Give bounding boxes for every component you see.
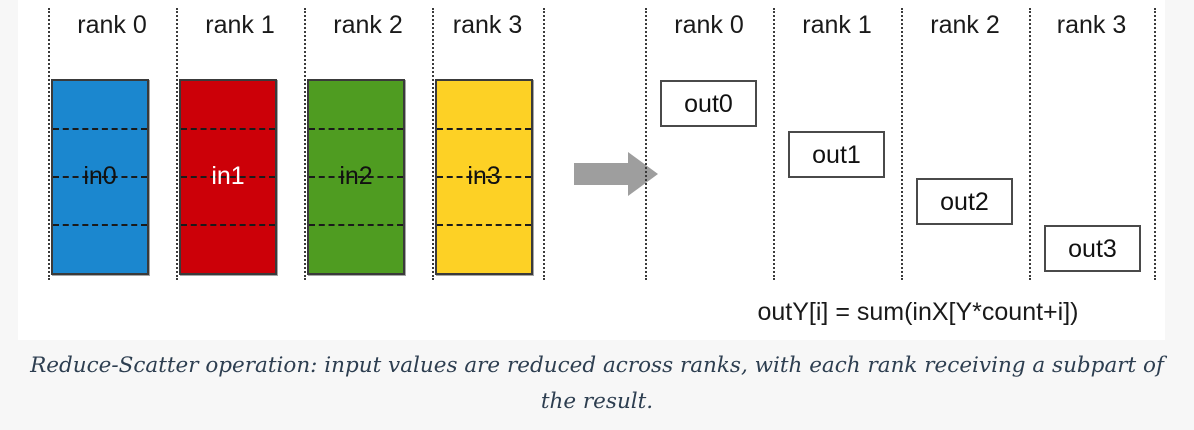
input-rank-label-0: rank 0 xyxy=(77,11,147,39)
output-box-out2: out2 xyxy=(916,178,1013,225)
output-rank-label-2: rank 2 xyxy=(930,11,1000,39)
output-rank-label-1: rank 1 xyxy=(802,11,872,39)
output-box-out1: out1 xyxy=(788,131,885,178)
output-box-out3: out3 xyxy=(1044,225,1141,272)
output-separator-1 xyxy=(773,8,775,280)
output-box-out0: out0 xyxy=(660,80,757,127)
input-rank-label-2: rank 2 xyxy=(333,11,403,39)
right-arrow-icon xyxy=(574,152,658,196)
diagram-canvas: rank 0 rank 1 rank 2 rank 3 in0 in1 in2 … xyxy=(18,0,1165,340)
input-separator-4 xyxy=(543,8,545,280)
input-bar-label-in2: in2 xyxy=(339,162,373,190)
segment-divider xyxy=(53,128,147,130)
segment-divider xyxy=(437,224,531,226)
segment-divider xyxy=(181,128,275,130)
segment-divider xyxy=(181,224,275,226)
segment-divider xyxy=(309,224,403,226)
output-separator-2 xyxy=(901,8,903,280)
formula-text: outY[i] = sum(inX[Y*count+i]) xyxy=(757,298,1079,326)
input-bar-label-in1: in1 xyxy=(211,162,245,190)
segment-divider xyxy=(53,224,147,226)
input-bar-label-in0: in0 xyxy=(83,162,117,190)
input-bar-in0: in0 xyxy=(51,79,149,275)
input-bar-in2: in2 xyxy=(307,79,405,275)
segment-divider xyxy=(309,176,403,178)
input-separator-2 xyxy=(304,8,306,280)
output-rank-label-3: rank 3 xyxy=(1056,11,1127,39)
input-separator-0 xyxy=(48,8,50,280)
figure-caption: Reduce-Scatter operation: input values a… xyxy=(0,348,1194,420)
input-bar-label-in3: in3 xyxy=(467,162,501,190)
input-bar-in3: in3 xyxy=(435,79,533,275)
output-separator-3 xyxy=(1029,8,1031,280)
output-rank-label-0: rank 0 xyxy=(674,11,744,39)
segment-divider xyxy=(53,176,147,178)
input-rank-label-1: rank 1 xyxy=(205,11,275,39)
input-separator-3 xyxy=(432,8,434,280)
caption-line-1: Reduce-Scatter operation: input values a… xyxy=(30,353,1164,378)
input-bar-in1: in1 xyxy=(179,79,277,275)
segment-divider xyxy=(309,128,403,130)
segment-divider xyxy=(437,176,531,178)
segment-divider xyxy=(181,176,275,178)
segment-divider xyxy=(437,128,531,130)
output-separator-4 xyxy=(1154,8,1156,280)
input-separator-1 xyxy=(176,8,178,280)
caption-line-2: the result. xyxy=(540,389,654,414)
input-rank-label-3: rank 3 xyxy=(452,11,523,39)
output-separator-0 xyxy=(645,8,647,280)
